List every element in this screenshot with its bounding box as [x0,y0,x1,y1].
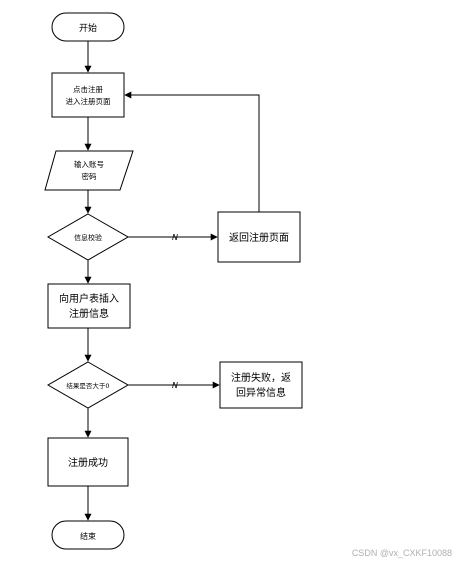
end-terminator [51,520,125,550]
success-process [47,437,129,487]
register-label-line2: 进入注册页面 [66,96,111,106]
insert-process [47,283,131,329]
edge-label-no-1: N [172,233,178,242]
input-label-line1: 输入账号 [74,159,104,169]
start-label: 开始 [79,22,97,34]
back-label: 返回注册页面 [229,231,289,244]
register-label-line1: 点击注册 [73,84,103,94]
fail-process [219,361,303,409]
watermark: CSDN @vx_CXKF10088 [351,548,452,558]
end-label: 结束 [80,531,96,541]
edge-label-no-2: N [172,381,178,390]
insert-label-line1: 向用户表插入 [59,292,119,305]
edge-back-register [124,91,260,212]
input-data-shape [44,150,134,191]
fail-label-line2: 回异常信息 [236,386,286,399]
register-process [51,72,125,118]
input-label-line2: 密码 [82,171,97,181]
result-label: 结果是否大于0 [66,381,109,390]
insert-label-line2: 注册信息 [69,307,109,320]
success-label: 注册成功 [68,456,108,469]
fail-label-line1: 注册失败，返 [231,371,291,384]
check-label: 信息校验 [74,233,102,242]
